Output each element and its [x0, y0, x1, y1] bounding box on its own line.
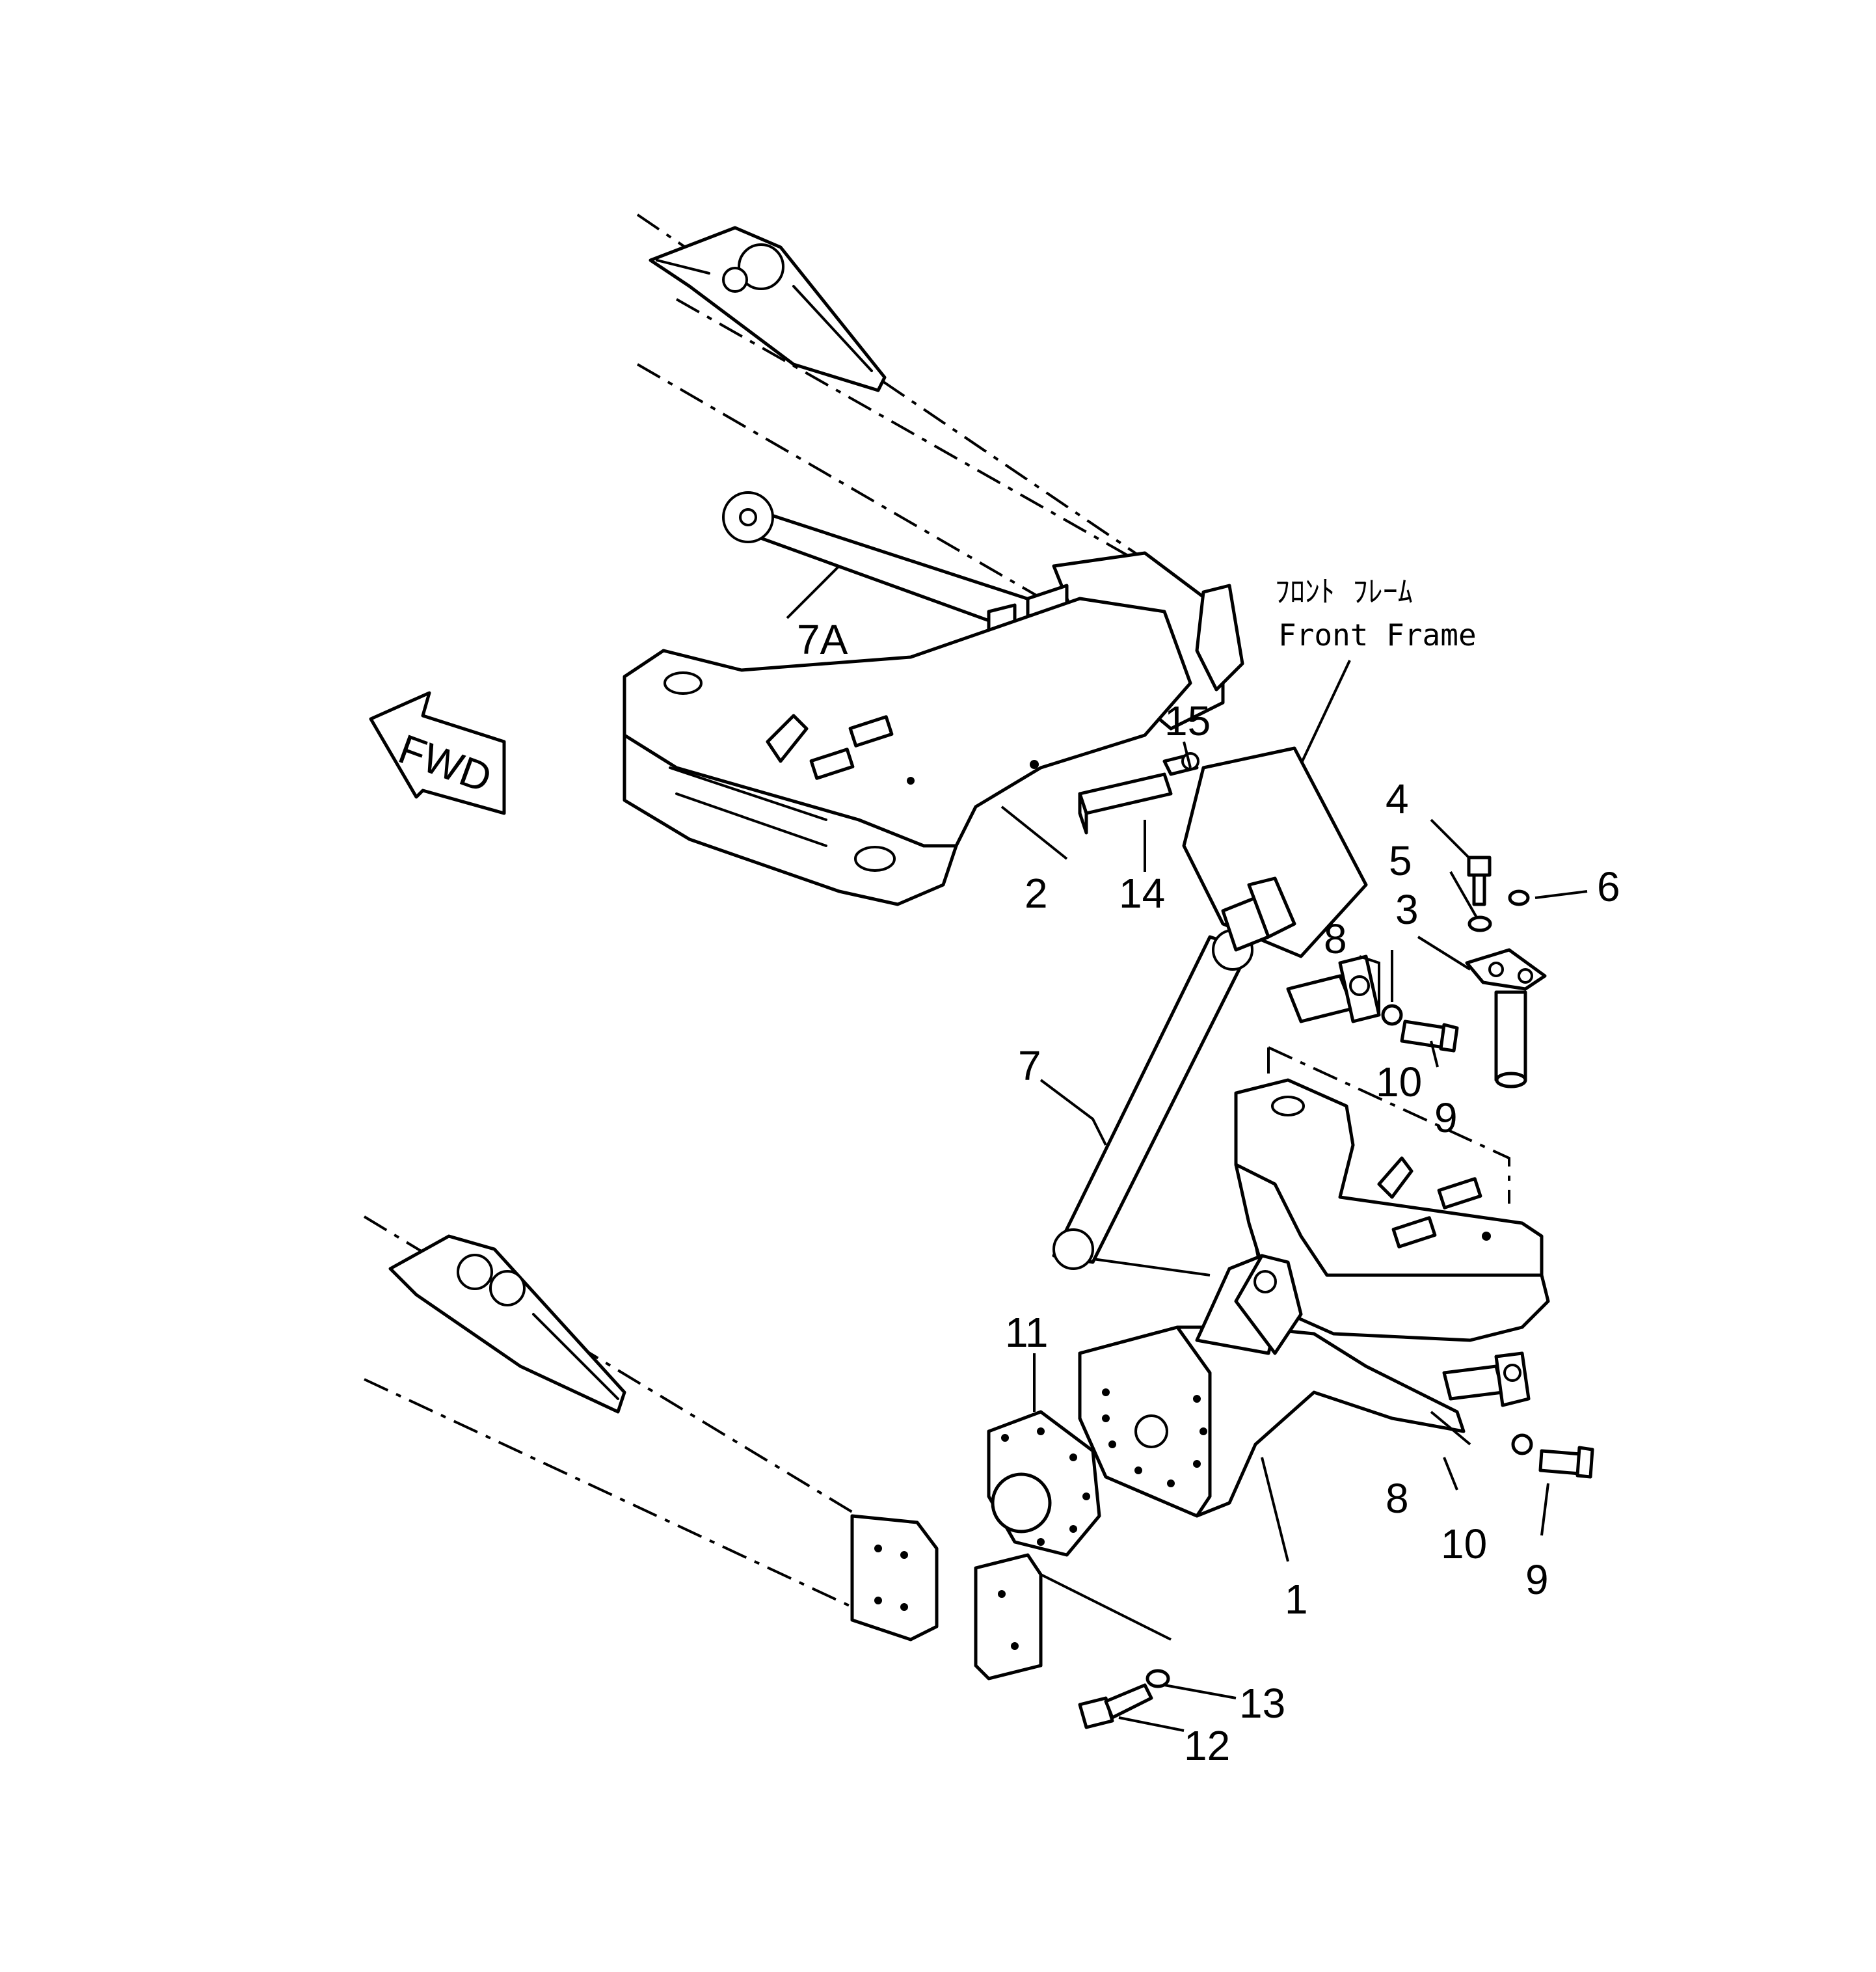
- cover-plate-14: [1078, 772, 1173, 835]
- bolt-9-upper: [1400, 1020, 1459, 1053]
- callout-2: 2: [1025, 870, 1048, 917]
- washer-10-lower: [1511, 1433, 1533, 1455]
- front-frame-fragment: [1182, 746, 1368, 958]
- link-rod-7: [1052, 935, 1251, 1264]
- bolt-12: [1078, 1683, 1153, 1729]
- callout-13: 13: [1239, 1680, 1285, 1727]
- lower-frame-rail: [363, 1215, 939, 1641]
- front-frame-leader: [1296, 660, 1351, 772]
- callout-11: 11: [1005, 1309, 1048, 1356]
- lower-frame-assembly: [1052, 876, 1550, 1518]
- cap-block: [974, 1553, 1043, 1681]
- bolt-15: [1162, 752, 1199, 776]
- callout-9-upper: 9: [1434, 1094, 1458, 1141]
- callout-3: 3: [1395, 886, 1419, 933]
- pin-8-upper: [1286, 954, 1381, 1023]
- callout-5: 5: [1389, 837, 1412, 884]
- callout-7: 7: [1018, 1042, 1041, 1089]
- flange-11: [987, 1410, 1101, 1557]
- fwd-arrow: FWD: [369, 691, 506, 815]
- callout-labels: 7A 2 14 15 4 5 6 3 8 10 9 7 11 1 8 10 9 …: [797, 616, 1620, 1769]
- bolt-9-lower: [1538, 1446, 1594, 1479]
- front-frame-label-jp: ﾌﾛﾝﾄ ﾌﾚｰﾑ: [1275, 574, 1413, 609]
- upper-boom-bracket: [649, 226, 887, 392]
- plate-3: [1465, 948, 1547, 991]
- callout-9-lower: 9: [1525, 1556, 1549, 1603]
- front-frame-label-en: Front Frame: [1278, 617, 1477, 653]
- bolt-4: [1467, 856, 1492, 906]
- callout-1: 1: [1285, 1576, 1308, 1623]
- washer-5: [1467, 915, 1492, 932]
- upper-coupling: [1195, 584, 1244, 692]
- pin-8-lower: [1442, 1351, 1531, 1407]
- washer-13: [1146, 1669, 1170, 1688]
- callout-15: 15: [1164, 697, 1211, 744]
- washer-10-upper: [1381, 1004, 1403, 1026]
- callout-6: 6: [1597, 863, 1620, 910]
- callout-7a: 7A: [797, 616, 848, 663]
- callout-4: 4: [1386, 776, 1409, 822]
- upper-frame-assembly: [623, 213, 1244, 906]
- leader-lines: [786, 565, 1588, 1732]
- callout-10-lower: 10: [1441, 1520, 1487, 1567]
- callout-12: 12: [1184, 1722, 1230, 1769]
- callout-14: 14: [1119, 870, 1165, 917]
- callout-8-lower: 8: [1386, 1475, 1409, 1522]
- callout-10-upper: 10: [1376, 1059, 1422, 1105]
- pin-6: [1494, 889, 1530, 1088]
- callout-8-upper: 8: [1324, 915, 1347, 962]
